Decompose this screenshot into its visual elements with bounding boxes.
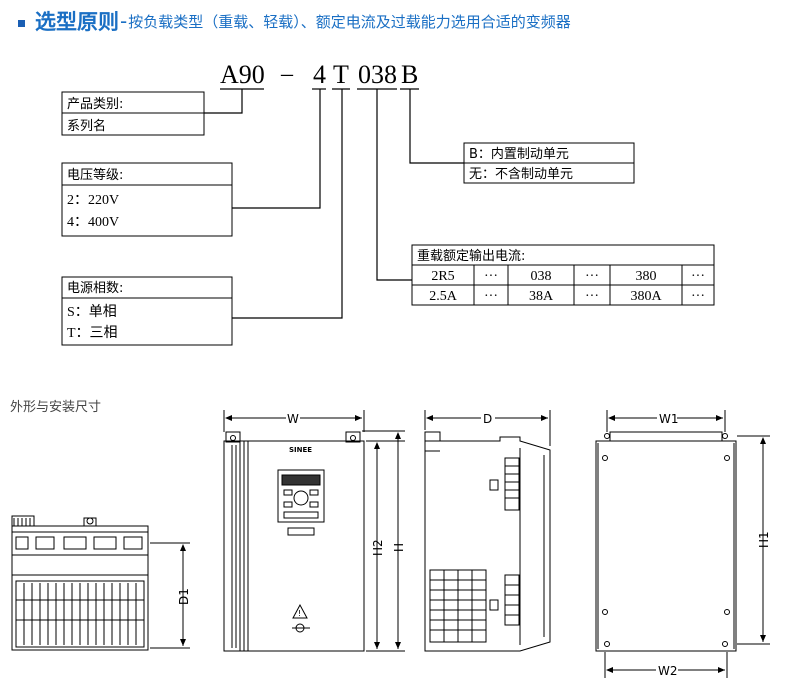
product-box-value: 系列名 <box>67 118 106 134</box>
table-cell: 2R5 <box>431 269 454 284</box>
voltage-item: 2：220V <box>67 193 119 208</box>
rear-view-drawing <box>595 431 737 652</box>
leader-lines <box>204 89 464 319</box>
code-phase: T <box>333 60 349 89</box>
h-label: H <box>392 543 406 552</box>
code-separator: – <box>280 61 294 87</box>
table-cell: 380A <box>630 289 662 304</box>
brake-item: 无：不含制动单元 <box>469 166 573 182</box>
voltage-box-title: 电压等级: <box>67 167 123 183</box>
code-voltage: 4 <box>313 60 326 89</box>
product-box: 产品类别: 系列名 <box>61 91 205 136</box>
current-table-title: 重载额定输出电流: <box>417 248 525 264</box>
table-cell: ··· <box>484 269 498 284</box>
brand-logo: SINEE <box>289 446 312 454</box>
phase-box-title: 电源相数: <box>67 281 123 296</box>
header-subtitle: 按负载类型（重载、轻载）、额定电流及过载能力选用合适的变频器 <box>128 12 571 31</box>
current-table: 重载额定输出电流: 2R5 ··· 038 ··· 380 ··· 2.5A ·… <box>411 244 715 306</box>
w1-label-bg <box>657 411 677 425</box>
brake-box: B：内置制动单元 无：不含制动单元 <box>463 142 635 184</box>
header-dash: - <box>120 9 128 33</box>
table-cell: 380 <box>636 269 657 284</box>
dimensions-section-title: 外形与安装尺寸 <box>10 400 102 415</box>
w-label-bg <box>286 411 300 425</box>
table-cell: ··· <box>585 269 599 284</box>
front-view-drawing: ! <box>223 431 365 652</box>
h-dimension <box>362 430 405 652</box>
w2-label: W2 <box>658 664 678 678</box>
code-brake: B <box>401 60 418 89</box>
table-cell: 2.5A <box>429 289 458 304</box>
table-cell: ··· <box>691 269 705 284</box>
table-cell: ··· <box>585 289 599 304</box>
table-cell: ··· <box>691 289 705 304</box>
phase-box: 电源相数: S：单相 T：三相 <box>61 276 233 346</box>
table-cell: 038 <box>531 269 552 284</box>
code-series: A90 <box>220 60 265 89</box>
d-label-bg <box>481 411 495 425</box>
header: 选型原则 - 按负载类型（重载、轻载）、额定电流及过载能力选用合适的变频器 <box>18 6 571 36</box>
bullet-icon <box>18 19 25 27</box>
voltage-item: 4：400V <box>67 215 119 230</box>
h1-label: H1 <box>757 531 771 548</box>
side-view-drawing <box>424 431 551 652</box>
d1-label: D1 <box>177 588 191 605</box>
header-title: 选型原则 <box>35 10 119 34</box>
d-label: D <box>483 412 492 426</box>
w-label: W <box>287 412 299 426</box>
svg-text:!: ! <box>298 609 301 618</box>
phase-item: S：单相 <box>67 304 117 320</box>
model-code-diagram: A90 – 4 T 038 B 产品类别: 系列名 电压等级: 2：220V 4… <box>61 60 715 346</box>
brake-item: B：内置制动单元 <box>469 146 569 162</box>
h1-dimension <box>737 435 770 645</box>
h2-label: H2 <box>371 539 385 556</box>
voltage-box: 电压等级: 2：220V 4：400V <box>61 162 233 237</box>
code-current: 038 <box>358 60 397 89</box>
dimension-drawings: D1 ! SINEE W H2 H <box>11 410 771 678</box>
w2-label-bg <box>656 663 678 677</box>
bottom-view-drawing <box>11 515 149 651</box>
table-cell: ··· <box>484 289 498 304</box>
table-cell: 38A <box>529 289 554 304</box>
d1-dimension <box>150 542 190 649</box>
product-box-title: 产品类别: <box>67 97 123 112</box>
w1-label: W1 <box>659 412 679 426</box>
phase-item: T：三相 <box>67 325 118 341</box>
